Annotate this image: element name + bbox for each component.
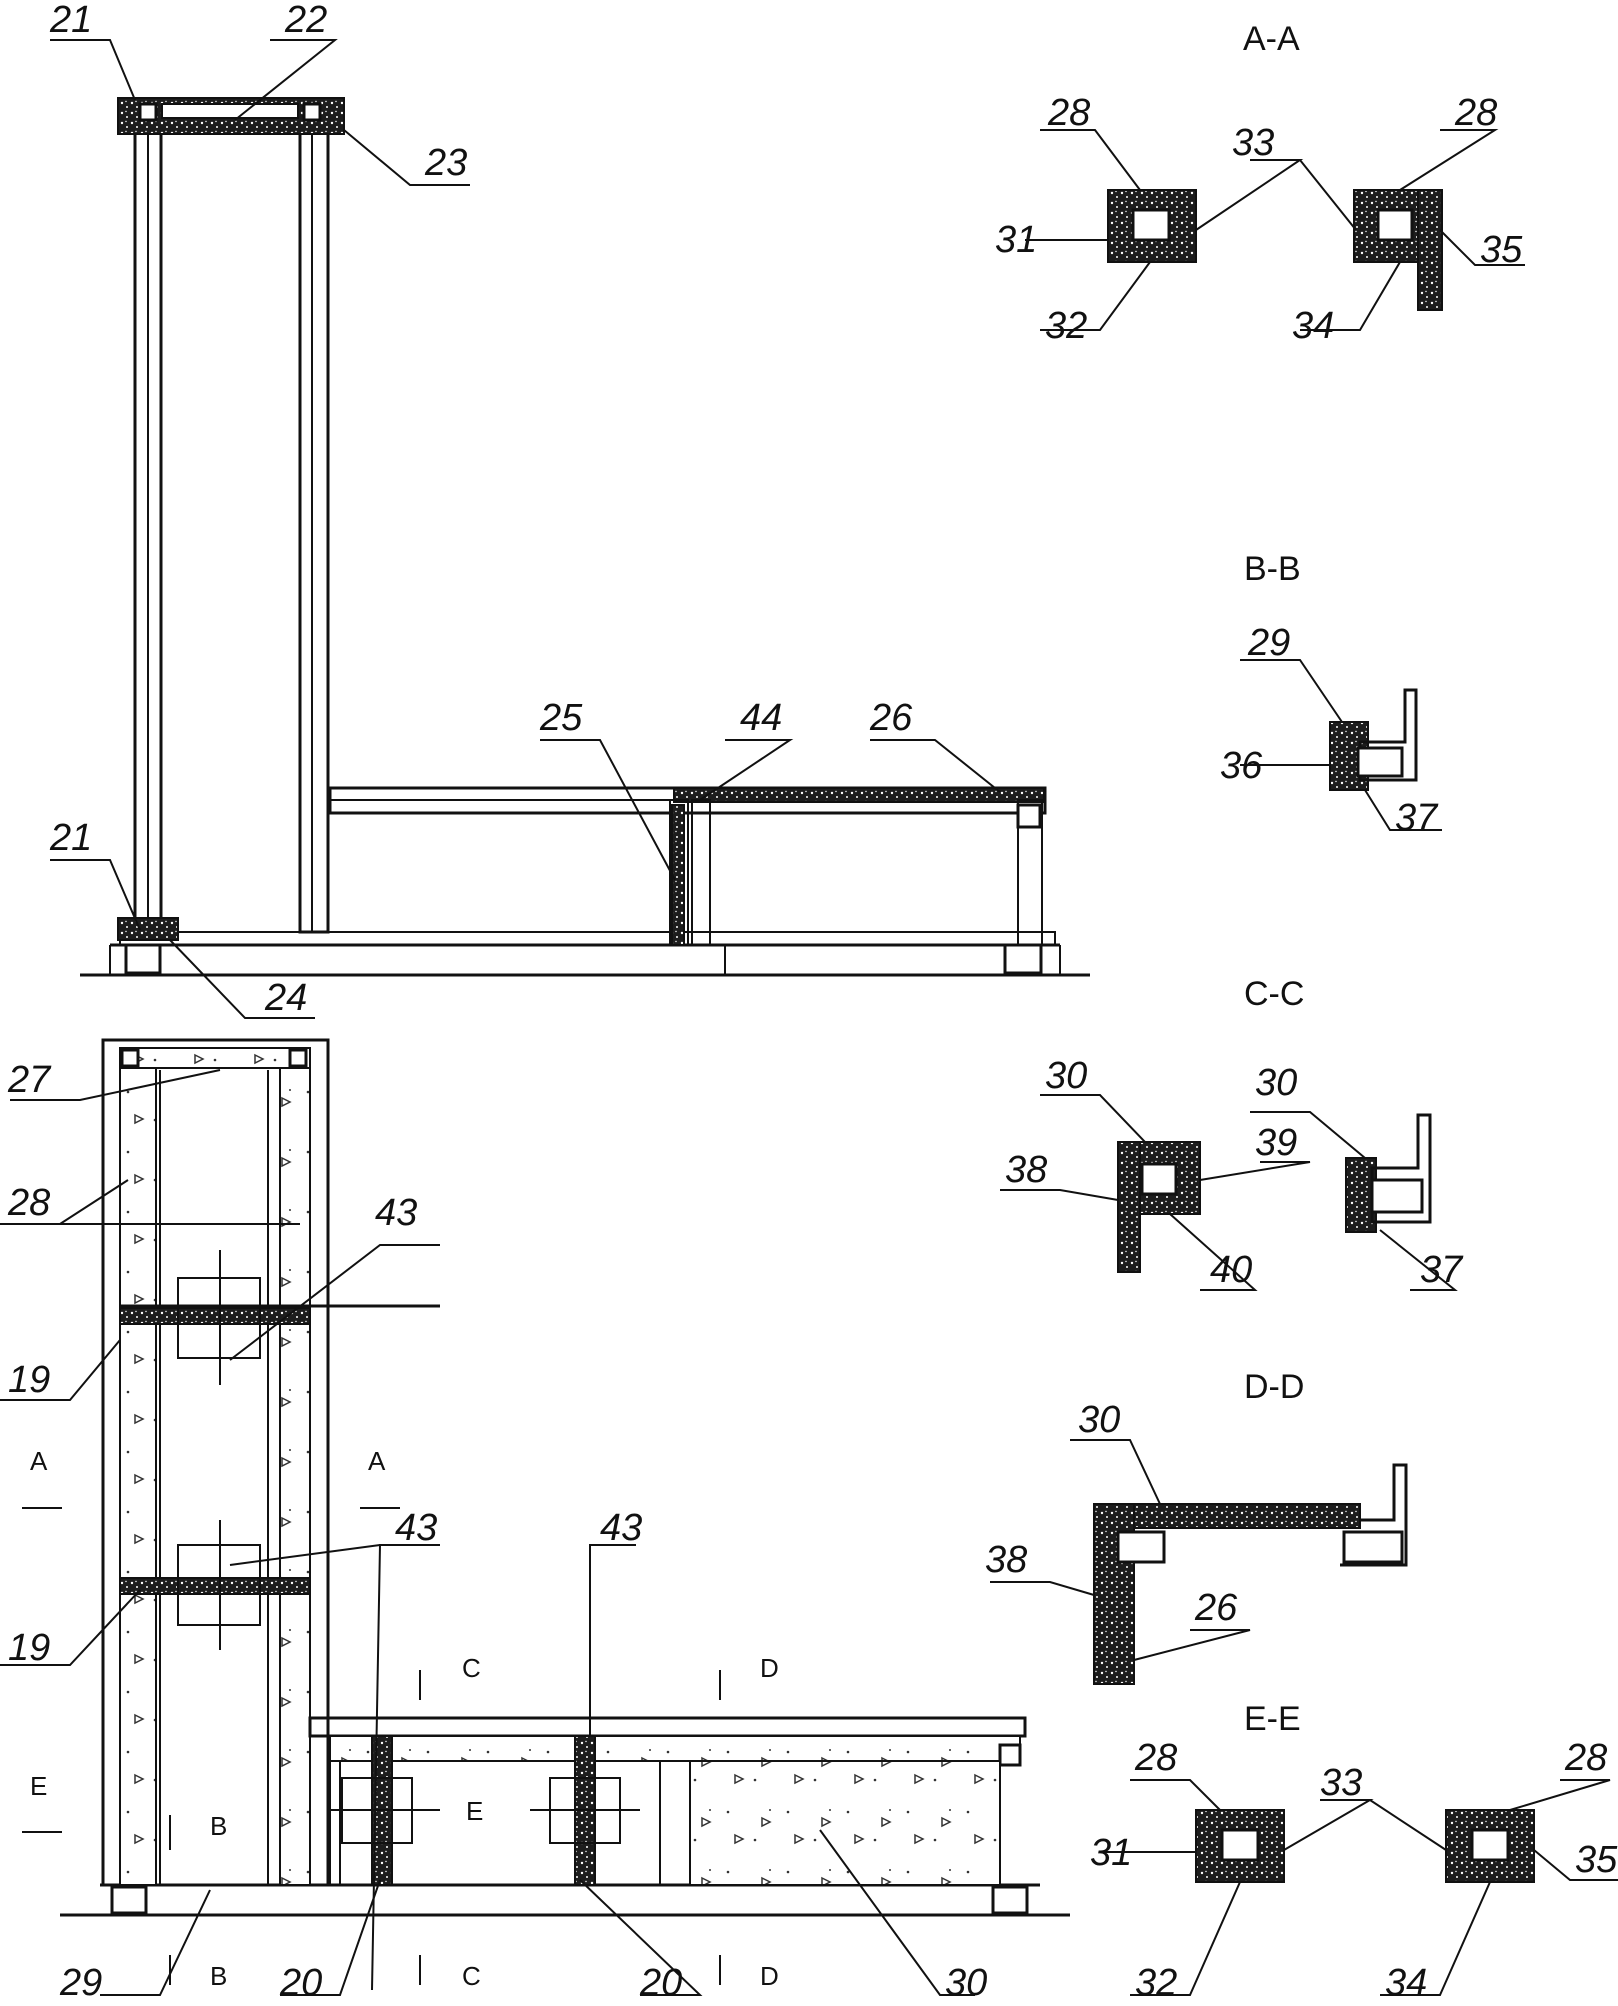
label-20-right: 20 xyxy=(639,1962,682,2004)
label-21-bottom: 21 xyxy=(49,817,92,859)
label-24: 24 xyxy=(264,977,307,1019)
label-43-right: 43 xyxy=(600,1507,642,1549)
label-26-top: 26 xyxy=(869,697,913,739)
label-32-aa: 32 xyxy=(1045,305,1087,347)
section-aa xyxy=(1107,189,1443,311)
section-mark-d-bottom: D xyxy=(760,1961,779,1991)
section-cut-markers xyxy=(22,1507,721,1985)
label-19-lower: 19 xyxy=(8,1627,50,1669)
section-mark-a-left: A xyxy=(30,1446,48,1476)
label-27: 27 xyxy=(7,1059,52,1101)
label-33-aa: 33 xyxy=(1232,122,1274,164)
label-43-middle: 43 xyxy=(395,1507,437,1549)
section-title-aa: A-A xyxy=(1243,20,1300,58)
label-28-aa-right: 28 xyxy=(1454,92,1497,134)
section-dd xyxy=(1093,1463,1408,1685)
label-40-cc: 40 xyxy=(1210,1249,1252,1291)
label-29-plan: 29 xyxy=(59,1962,102,2004)
section-mark-b-top: B xyxy=(210,1811,227,1841)
label-30-dd: 30 xyxy=(1078,1399,1120,1441)
label-35-aa: 35 xyxy=(1480,229,1523,271)
label-31-aa: 31 xyxy=(995,219,1037,261)
section-mark-d-top: D xyxy=(760,1653,779,1683)
label-38-cc: 38 xyxy=(1005,1149,1047,1191)
label-20-left: 20 xyxy=(279,1962,322,2004)
label-23: 23 xyxy=(424,142,467,184)
label-43-upper: 43 xyxy=(375,1192,417,1234)
section-title-ee: E-E xyxy=(1244,1700,1301,1738)
label-31-ee: 31 xyxy=(1090,1832,1132,1874)
section-title-dd: D-D xyxy=(1244,1368,1304,1406)
label-26-dd: 26 xyxy=(1194,1587,1238,1629)
label-28-aa-left: 28 xyxy=(1047,92,1090,134)
section-mark-a-right: A xyxy=(368,1446,386,1476)
label-34-aa: 34 xyxy=(1292,305,1334,347)
section-title-bb: B-B xyxy=(1244,550,1301,588)
label-34-ee: 34 xyxy=(1385,1962,1427,2004)
section-mark-c-bottom: C xyxy=(462,1961,481,1991)
label-44: 44 xyxy=(740,697,782,739)
label-28-plan: 28 xyxy=(7,1182,50,1224)
label-33-ee: 33 xyxy=(1320,1762,1362,1804)
leader-lines xyxy=(0,39,1618,1996)
label-21-top: 21 xyxy=(49,0,92,41)
label-30-cc-left: 30 xyxy=(1045,1055,1087,1097)
label-28-ee-left: 28 xyxy=(1134,1737,1177,1779)
label-25: 25 xyxy=(539,697,583,739)
top-elevation xyxy=(80,97,1090,977)
label-37-bb: 37 xyxy=(1395,797,1439,839)
section-mark-e-mid: E xyxy=(466,1796,483,1826)
section-mark-e-left: E xyxy=(30,1771,47,1801)
label-29-bb: 29 xyxy=(1247,622,1290,664)
label-32-ee: 32 xyxy=(1135,1962,1177,2004)
label-35-ee: 35 xyxy=(1575,1839,1618,1881)
label-38-dd: 38 xyxy=(985,1539,1027,1581)
section-cc xyxy=(1117,1113,1432,1273)
section-mark-b-bottom: B xyxy=(210,1961,227,1991)
bottom-plan xyxy=(60,1038,1070,1917)
label-28-ee-right: 28 xyxy=(1564,1737,1607,1779)
section-bb xyxy=(1329,688,1418,791)
section-title-cc: C-C xyxy=(1244,975,1304,1013)
label-19-upper: 19 xyxy=(8,1359,50,1401)
label-36-bb: 36 xyxy=(1220,745,1263,787)
section-ee xyxy=(1195,1809,1535,1883)
label-39-cc: 39 xyxy=(1255,1122,1297,1164)
label-30-cc-right: 30 xyxy=(1255,1062,1297,1104)
label-30-plan: 30 xyxy=(945,1962,987,2004)
label-22: 22 xyxy=(284,0,327,41)
section-mark-c-top: C xyxy=(462,1653,481,1683)
label-37-cc: 37 xyxy=(1420,1249,1464,1291)
